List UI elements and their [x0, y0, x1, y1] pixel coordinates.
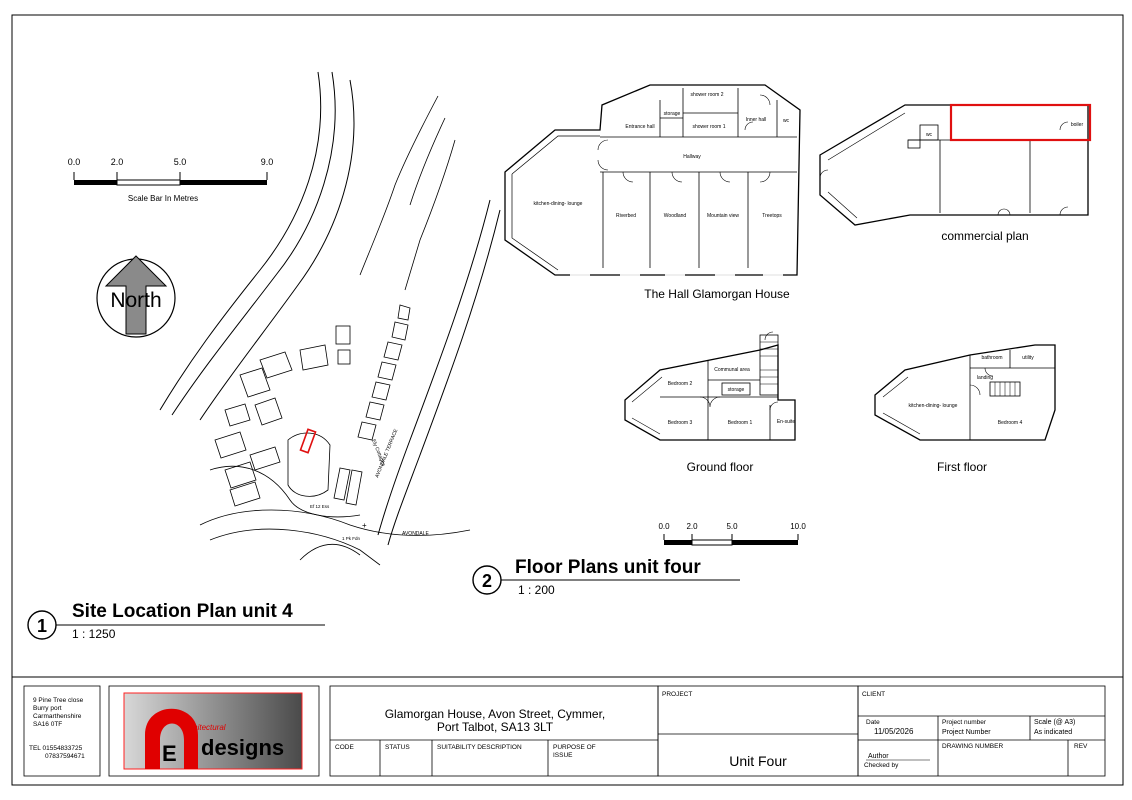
phone-line-2: 07837594671 [45, 753, 85, 760]
floor-scale-tick-1: 2.0 [686, 522, 698, 531]
floor-plan-view-title: 2 Floor Plans unit four 1 : 200 [472, 557, 740, 597]
ground-floor-plan: Bedroom 2 Communal area storage Bedroom … [624, 331, 796, 474]
job-address-line-1: Glamorgan House, Avon Street, Cymmer, [385, 707, 606, 721]
scale-bar-caption: Scale Bar In Metres [128, 194, 198, 203]
site-location-plan: Ely Cottages AVONDALE TERRACE AVONDALE E… [159, 71, 501, 566]
ground-room-communal: Communal area [714, 367, 750, 373]
address-line-2: Burry port [33, 705, 62, 712]
first-room-kitchen: kitchen-dining- lounge [909, 403, 958, 409]
north-arrow-icon: North [96, 255, 176, 338]
purpose-label-2: ISSUE [553, 752, 573, 759]
site-view-scale: 1 : 1250 [72, 627, 116, 641]
hall-room-hallway: Hallway [683, 154, 701, 160]
unit-4-site-marker [299, 428, 317, 454]
scale-label: Scale (@ A3) [1034, 719, 1075, 726]
project-number-value: Project Number [942, 729, 991, 736]
site-view-title: Site Location Plan unit 4 [72, 601, 293, 622]
scale-tick-2: 5.0 [174, 157, 187, 167]
scale-tick-0: 0.0 [68, 157, 81, 167]
commercial-highlight-box [949, 103, 1092, 142]
site-plan-view-title: 1 Site Location Plan unit 4 1 : 1250 [27, 601, 325, 641]
first-room-bathroom: bathroom [981, 355, 1002, 361]
hall-room-treetops: Treetops [762, 213, 782, 219]
first-room-bedroom4: Bedroom 4 [998, 420, 1023, 426]
site-view-number: 1 [37, 616, 47, 636]
hall-room-wc: wc [783, 118, 790, 124]
svg-text:+: + [362, 521, 367, 530]
scale-value: As indicated [1034, 729, 1072, 736]
north-label: North [110, 289, 161, 312]
commercial-room-boiler: boiler [1071, 122, 1084, 128]
ground-room-bedroom1: Bedroom 1 [728, 420, 753, 426]
title-block: 9 Pine Tree close Burry port Carmarthens… [23, 685, 1106, 777]
scale-tick-1: 2.0 [111, 157, 124, 167]
floor-scale-tick-3: 10.0 [790, 522, 806, 531]
project-number-label: Project number [942, 719, 987, 726]
hall-room-shower1: shower room 1 [692, 124, 725, 130]
ground-room-bedroom2: Bedroom 2 [668, 381, 693, 387]
site-scale-bar: 0.0 2.0 5.0 9.0 Scale Bar In Metres [68, 157, 274, 203]
company-logo: architectural E designs [123, 692, 303, 770]
floor-view-number: 2 [482, 571, 492, 591]
hall-room-shower2: shower room 2 [690, 92, 723, 98]
hall-plan-caption: The Hall Glamorgan House [644, 287, 790, 301]
address-line-1: 9 Pine Tree close [33, 697, 84, 704]
project-label: PROJECT [662, 691, 692, 698]
rev-label: REV [1074, 743, 1088, 750]
site-level-a-label: Ef 12 Ess [310, 504, 330, 509]
hall-room-entrance: Entrance hall [625, 124, 654, 130]
first-room-landing: landing [977, 375, 993, 381]
avondale-label: AVONDALE [402, 531, 430, 537]
commercial-room-wc: wc [926, 132, 933, 138]
ground-room-ensuite: En-suite [777, 419, 796, 425]
commercial-plan-caption: commercial plan [941, 229, 1028, 243]
hall-room-mountain: Mountain view [707, 213, 739, 219]
scale-tick-3: 9.0 [261, 157, 274, 167]
site-level-b-label: 1 Pk Fdn [342, 536, 361, 541]
address-line-3: Carmarthenshire [33, 713, 82, 720]
hall-room-kitchen: kitchen-dining- lounge [534, 201, 583, 207]
status-label: STATUS [385, 744, 410, 751]
commercial-plan: wc boiler commercial plan [819, 103, 1092, 243]
code-label: CODE [335, 744, 354, 751]
address-line-4: SA16 0TF [33, 721, 62, 728]
first-room-utility: utility [1022, 355, 1034, 361]
date-label: Date [866, 719, 880, 726]
logo-small-text: architectural [182, 723, 226, 732]
client-label: CLIENT [862, 691, 885, 698]
checked-by-label: Checked by [864, 762, 899, 769]
logo-word: designs [201, 735, 284, 760]
date-value: 11/05/2026 [874, 727, 914, 736]
first-floor-caption: First floor [937, 460, 987, 474]
ground-floor-caption: Ground floor [687, 460, 754, 474]
hall-plan: shower room 2 storage Entrance hall Inne… [504, 84, 801, 301]
floor-view-scale: 1 : 200 [518, 583, 555, 597]
floor-scale-tick-2: 5.0 [726, 522, 738, 531]
logo-letter: E [162, 741, 177, 766]
job-address-line-2: Port Talbot, SA13 3LT [437, 720, 554, 734]
floor-view-title: Floor Plans unit four [515, 557, 701, 578]
floor-scale-bar: 0.0 2.0 5.0 10.0 [658, 522, 806, 546]
author-label: Author [868, 753, 889, 760]
project-name: Unit Four [729, 753, 787, 769]
floor-scale-tick-0: 0.0 [658, 522, 670, 531]
drawing-number-label: DRAWING NUMBER [942, 743, 1003, 750]
ground-room-storage: storage [728, 387, 745, 393]
sheet-border [11, 14, 1124, 786]
hall-room-storage: storage [664, 111, 681, 117]
hall-room-woodland: Woodland [664, 213, 687, 219]
hall-room-riverbed: Riverbed [616, 213, 636, 219]
purpose-label-1: PURPOSE OF [553, 744, 596, 751]
ground-room-bedroom3: Bedroom 3 [668, 420, 693, 426]
phone-line-1: TEL 01554833725 [29, 745, 83, 752]
hall-room-inner: Inner hall [746, 117, 767, 123]
first-floor-plan: bathroom utility landing kitchen-dining-… [874, 344, 1056, 474]
suitability-label: SUITABILITY DESCRIPTION [437, 744, 522, 751]
